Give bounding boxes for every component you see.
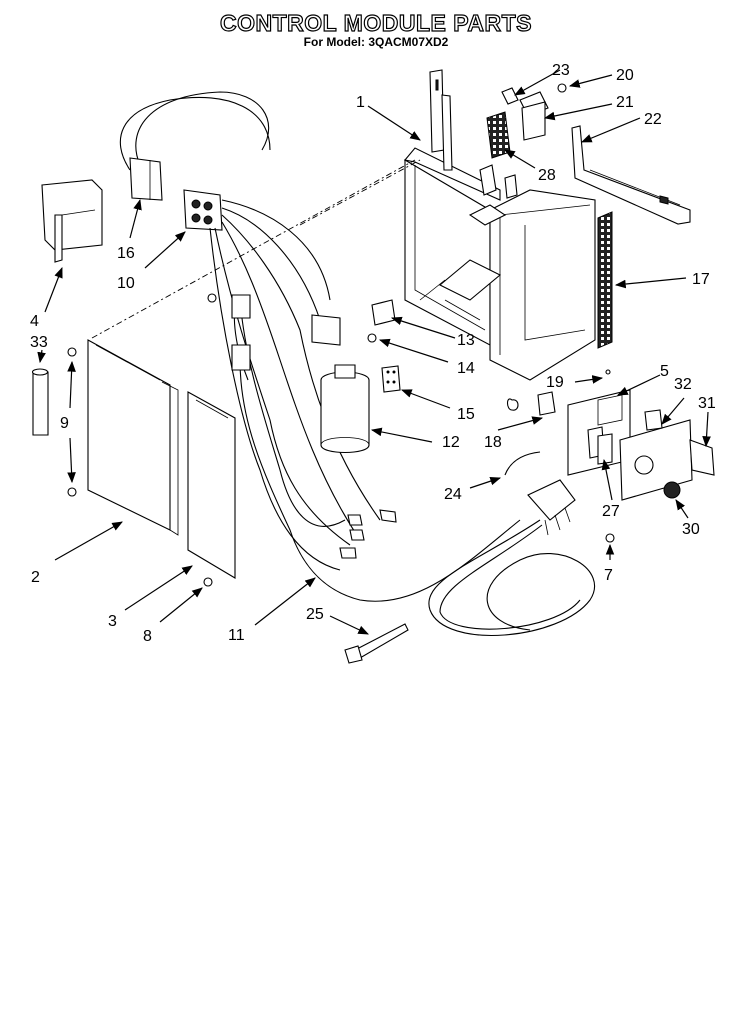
callout-14: 14	[457, 360, 475, 377]
power-cord	[428, 479, 596, 636]
callout-10: 10	[117, 275, 135, 292]
wire-24	[504, 451, 541, 476]
callout-8: 8	[143, 628, 152, 645]
callout-5: 5	[660, 363, 669, 380]
callout-25: 25	[306, 606, 324, 623]
diagram-header: CONTROL MODULE PARTS For Model: 3QACM07X…	[0, 9, 752, 49]
model-subtitle: For Model: 3QACM07XD2	[303, 35, 449, 49]
cover-panel-3	[187, 391, 236, 579]
callout-11: 11	[228, 627, 245, 644]
callout-27: 27	[602, 503, 620, 520]
callout-2: 2	[31, 569, 40, 586]
small-parts-upper	[486, 83, 567, 159]
back-panel-2	[87, 339, 179, 536]
callout-15: 15	[457, 406, 475, 423]
callout-17: 17	[692, 271, 710, 288]
callout-32: 32	[674, 376, 692, 393]
callout-23: 23	[552, 62, 570, 79]
small-parts-13-15	[367, 299, 401, 393]
callout-30: 30	[682, 521, 700, 538]
terminal-block-10	[183, 189, 223, 231]
callout-33: 33	[30, 334, 48, 351]
control-box-housing	[403, 69, 596, 381]
callout-18: 18	[484, 434, 502, 451]
callout-1: 1	[356, 94, 365, 111]
callout-16: 16	[117, 245, 135, 262]
rotary-switch-31	[619, 409, 715, 501]
callout-31: 31	[698, 395, 716, 412]
callout-28: 28	[538, 167, 556, 184]
wire-harness-11	[207, 199, 521, 602]
grille-17	[597, 211, 613, 349]
capacitor-12	[320, 364, 370, 453]
callout-labels: 1 2 3 4 5 7 8 9 10 11 12 13 14 15 16 17 …	[30, 62, 716, 645]
callout-3: 3	[108, 613, 117, 630]
callout-4: 4	[30, 313, 39, 330]
screws-9-33-8	[31, 347, 213, 587]
callout-22: 22	[644, 111, 662, 128]
leader-lines	[37, 69, 711, 635]
callout-21: 21	[616, 94, 634, 111]
callout-7: 7	[604, 567, 613, 584]
callout-13: 13	[457, 332, 475, 349]
shield-4	[41, 179, 103, 263]
control-panel-5	[506, 369, 631, 543]
bracket-22	[571, 125, 691, 225]
callout-12: 12	[442, 434, 460, 451]
wire-harness-16	[119, 91, 271, 201]
diagram-title: CONTROL MODULE PARTS	[219, 9, 532, 36]
callout-19: 19	[546, 374, 564, 391]
tie-strap-25	[344, 623, 409, 664]
callout-9: 9	[60, 415, 69, 432]
alignment-lines	[91, 159, 421, 339]
callout-24: 24	[444, 486, 462, 503]
callout-20: 20	[616, 67, 634, 84]
